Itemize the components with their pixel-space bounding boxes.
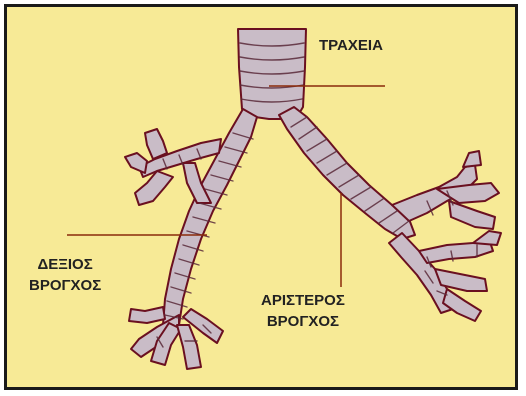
right-bronchus-label: ΔΕΞΙΟΣ ΒΡΟΓΧΟΣ — [29, 254, 101, 296]
left-bronchus-label-line2: ΒΡΟΓΧΟΣ — [261, 311, 345, 332]
left-bronchus-label-line1: ΑΡΙΣΤΕΡΟΣ — [261, 290, 345, 311]
trachea-label: ΤΡΑΧΕΙΑ — [319, 35, 383, 56]
right-bronchus-label-line1: ΔΕΞΙΟΣ — [29, 254, 101, 275]
diagram-frame: ΤΡΑΧΕΙΑ ΔΕΞΙΟΣ ΒΡΟΓΧΟΣ ΑΡΙΣΤΕΡΟΣ ΒΡΟΓΧΟΣ — [4, 4, 518, 390]
right-bronchus-label-line2: ΒΡΟΓΧΟΣ — [29, 275, 101, 296]
left-bronchus-label: ΑΡΙΣΤΕΡΟΣ ΒΡΟΓΧΟΣ — [261, 290, 345, 332]
left-main-bronchus-shape — [279, 107, 415, 239]
trachea-label-text: ΤΡΑΧΕΙΑ — [319, 35, 383, 56]
